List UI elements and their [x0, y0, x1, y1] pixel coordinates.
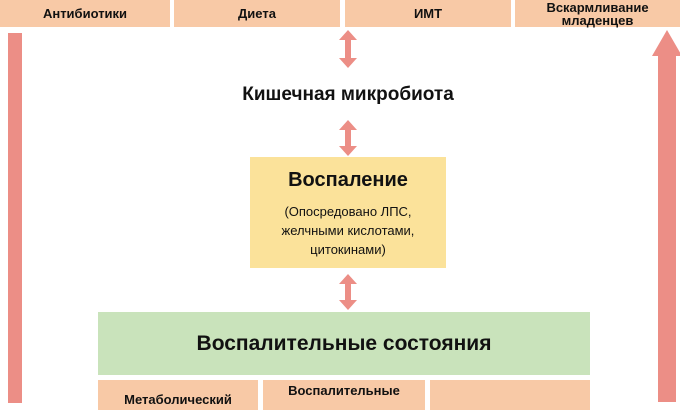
inflammation-box: Воспаление (Опосредовано ЛПС, желчными к… [250, 157, 446, 268]
condition-inflammatory: Воспалительные [263, 380, 425, 410]
factor-antibiotics: Антибиотики [0, 0, 170, 27]
gut-microbiota: Кишечная микробиота [242, 84, 454, 105]
factor-diet: Диета [174, 0, 340, 27]
inflammatory-conditions: Воспалительные состояния [98, 312, 590, 375]
double-arrow-icon [339, 30, 357, 68]
up-arrow-icon [652, 30, 680, 402]
condition-other [430, 380, 590, 410]
inflammation-title: Воспаление [288, 169, 408, 191]
factor-bmi: ИМТ [345, 0, 511, 27]
double-arrow-icon [339, 120, 357, 156]
factor-infant-feeding: Вскармливание младенцев [515, 0, 680, 27]
condition-metabolic: Метаболический [98, 380, 258, 410]
double-arrow-icon [339, 274, 357, 310]
left-arrow-shaft [8, 33, 22, 403]
inflammation-subtitle: (Опосредовано ЛПС, желчными кислотами, ц… [281, 204, 415, 257]
